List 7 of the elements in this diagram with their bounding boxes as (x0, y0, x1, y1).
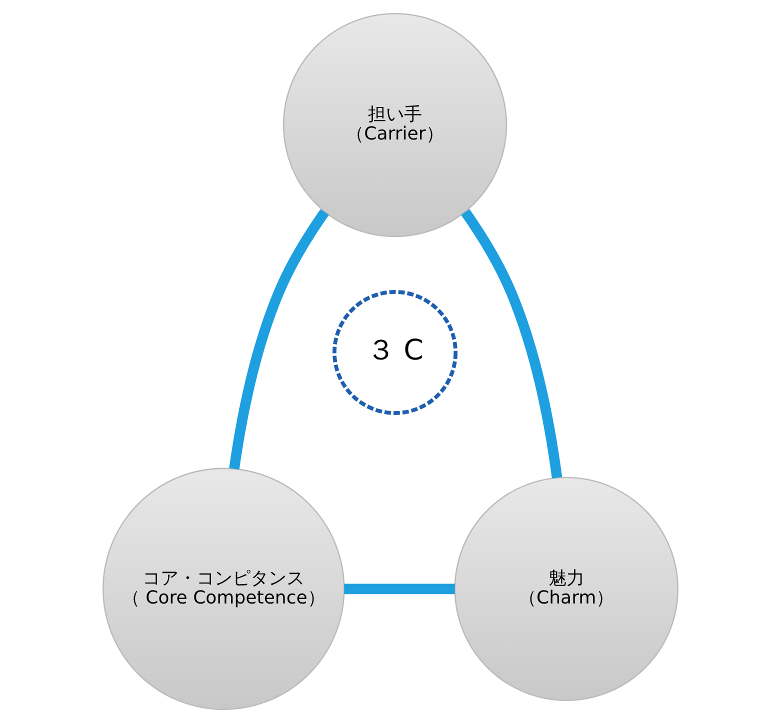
connector (344, 584, 455, 594)
node-circle: ３ C (332, 290, 458, 415)
node-circle: 魅力 （Charm） (454, 476, 678, 702)
connector (229, 209, 329, 470)
node-circle: コア・コンピタンス （ Core Competence） (102, 468, 345, 710)
node-circle: 担い手 （Carrier） (282, 12, 508, 238)
connector (461, 209, 562, 478)
